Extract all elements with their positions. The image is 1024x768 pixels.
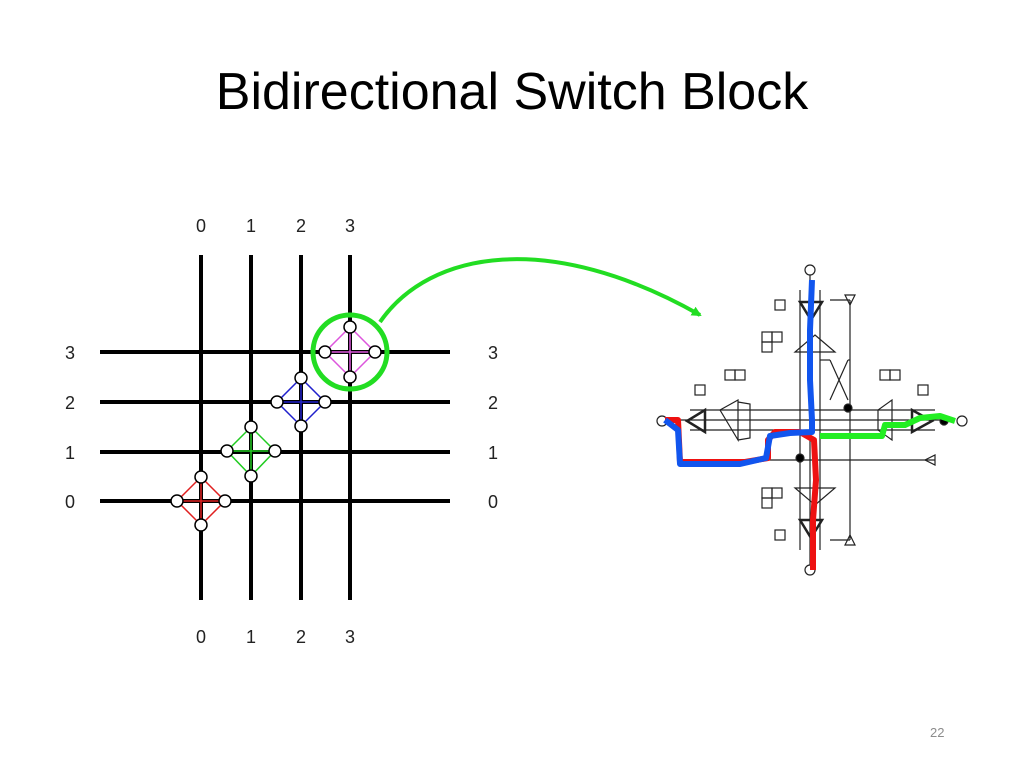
top-tick-label: 3 — [345, 216, 355, 236]
slide-title: Bidirectional Switch Block — [215, 63, 809, 121]
connector-arrow-icon — [378, 257, 702, 324]
bottom-tick-label: 3 — [345, 627, 355, 647]
left-tick-label: 3 — [65, 343, 75, 363]
signal-path-green — [820, 413, 956, 439]
switch-terminals — [170, 320, 382, 532]
top-tick-labels: 0 1 2 3 — [196, 216, 355, 236]
right-tick-labels: 3 2 1 0 — [488, 343, 498, 512]
right-tick-label: 0 — [488, 492, 498, 512]
bottom-tick-label: 0 — [196, 627, 206, 647]
left-tick-label: 2 — [65, 393, 75, 413]
bottom-tick-label: 2 — [296, 627, 306, 647]
vertical-tracks — [199, 255, 352, 600]
switch-grid: 0 1 2 3 0 1 2 3 3 2 1 0 3 2 1 0 — [65, 216, 498, 647]
left-tick-label: 0 — [65, 492, 75, 512]
switch-point-0 — [175, 475, 227, 527]
switch-point-2 — [275, 376, 327, 428]
bottom-tick-labels: 0 1 2 3 — [196, 627, 355, 647]
right-tick-label: 3 — [488, 343, 498, 363]
switch-point-3 — [323, 325, 377, 379]
switch-point-1 — [225, 425, 277, 478]
right-tick-label: 1 — [488, 443, 498, 463]
bottom-tick-label: 1 — [246, 627, 256, 647]
signal-path-red — [665, 417, 819, 570]
signal-path-blue — [663, 279, 815, 467]
top-tick-label: 0 — [196, 216, 206, 236]
left-tick-label: 1 — [65, 443, 75, 463]
highlight-circle-icon — [310, 312, 390, 392]
top-tick-label: 2 — [296, 216, 306, 236]
page-number: 22 — [930, 725, 945, 740]
left-tick-labels: 3 2 1 0 — [65, 343, 75, 512]
right-tick-label: 2 — [488, 393, 498, 413]
horizontal-tracks — [100, 350, 450, 503]
top-tick-label: 1 — [246, 216, 256, 236]
